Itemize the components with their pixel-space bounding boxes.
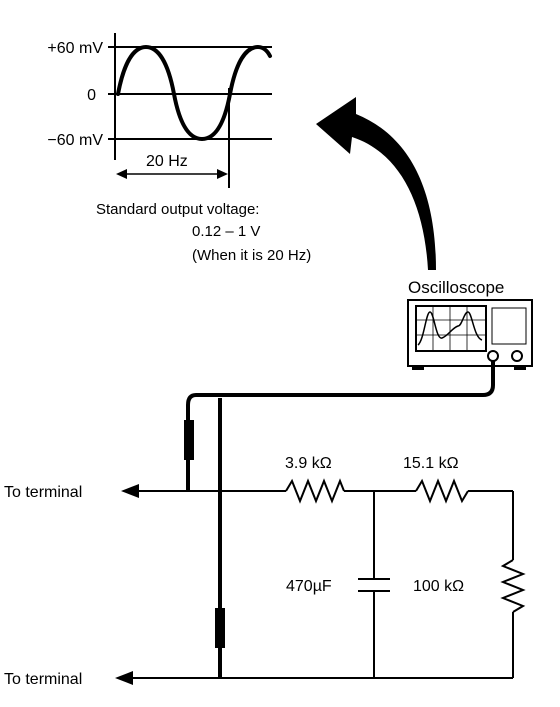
probe-clip-bottom	[215, 608, 225, 648]
oscilloscope-screen	[415, 305, 487, 352]
resistor-r2-label: 15.1 kΩ	[403, 455, 459, 472]
period-arrow-left	[116, 169, 127, 179]
curved-arrow	[316, 97, 436, 270]
period-arrow-right	[217, 169, 228, 179]
y-label-zero: 0	[87, 87, 96, 104]
terminal-label-bottom: To terminal	[4, 671, 82, 688]
resistor-r2	[415, 478, 469, 504]
oscilloscope-knob[interactable]	[511, 350, 523, 362]
capacitor-label: 470µF	[286, 578, 332, 595]
resistor-r3	[500, 559, 526, 613]
oscilloscope-foot-left	[412, 366, 424, 370]
period-label: 20 Hz	[146, 153, 188, 170]
terminal-label-top: To terminal	[4, 484, 82, 501]
y-label-bottom: −60 mV	[47, 132, 103, 149]
circuit	[131, 478, 526, 679]
oscilloscope-trace	[417, 311, 483, 346]
resistor-r1-label: 3.9 kΩ	[285, 455, 332, 472]
oscilloscope: Oscilloscope	[407, 278, 533, 370]
terminal-arrow-top	[121, 484, 139, 498]
terminal-arrow-bottom	[115, 671, 133, 685]
sine-wave	[116, 44, 272, 142]
resistor-r3-label: 100 kΩ	[413, 578, 464, 595]
waveform-graph: +60 mV 0 −60 mV 20 Hz Standard output vo…	[47, 33, 311, 264]
probe-clip-top	[184, 420, 194, 460]
caption-line-3: (When it is 20 Hz)	[192, 247, 311, 264]
resistor-r1	[285, 478, 345, 504]
y-label-top: +60 mV	[47, 40, 103, 57]
caption-line-2: 0.12 – 1 V	[192, 223, 260, 240]
caption-line-1: Standard output voltage:	[96, 201, 259, 218]
oscilloscope-foot-right	[514, 366, 526, 370]
probe-cable	[186, 361, 495, 491]
oscilloscope-label: Oscilloscope	[408, 278, 504, 297]
oscilloscope-panel	[491, 307, 527, 345]
oscilloscope-input-jack[interactable]	[487, 350, 499, 362]
oscilloscope-grid	[416, 306, 486, 351]
